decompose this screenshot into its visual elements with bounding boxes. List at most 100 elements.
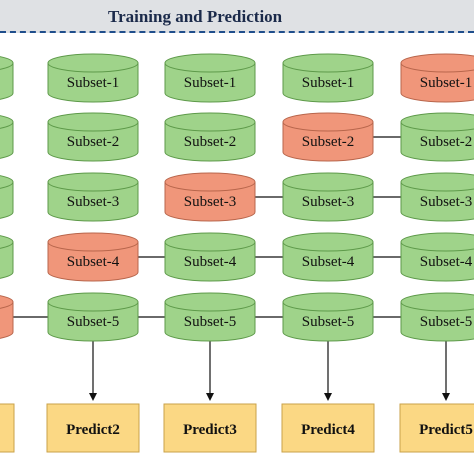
subset-label: Subset-4 [67,254,120,270]
cylinder-body [282,181,374,222]
fold4-arrow-head [324,393,332,401]
cylinder-body [282,62,374,103]
subset-label: Subset-3 [67,194,120,210]
cylinder-top [164,53,256,73]
cylinder-body [47,121,139,162]
cylinder-body [164,62,256,103]
cylinder-top [164,172,256,192]
subset-label: Subset-3 [302,194,355,210]
predict-box-1: 1 [0,403,15,453]
title-bar: Training and Prediction [0,0,474,33]
subset-label: Subset-3 [420,194,473,210]
cylinder-top [0,235,14,249]
cylinder-top [400,172,474,192]
cylinder-body [282,121,374,162]
predict-label: Predict5 [419,422,473,438]
predict-box-3: Predict3 [163,403,257,453]
subset-label: Subset-2 [184,134,237,150]
subset-label: Subset-5 [302,314,355,330]
cylinder-top [0,295,14,309]
fold3-subset-1: Subset-1 [164,53,256,103]
cylinder-top [0,175,14,189]
cylinder-body [164,301,256,342]
subset-label: Subset-4 [302,254,355,270]
cylinder-top [400,53,474,73]
fold1-subset-1: 1 [0,56,14,100]
cylinder-body [400,301,474,342]
cylinder-body [47,62,139,103]
cylinder-top [282,232,374,252]
cylinder-body [0,241,14,279]
fold3-subset-2: Subset-2 [164,112,256,162]
fold1-subset-5: 5 [0,295,14,339]
cylinder-top [282,53,374,73]
fold1-subset-3: 3 [0,175,14,219]
diagram-title: Training and Prediction [108,7,283,26]
subset-label: Subset-1 [67,75,120,91]
cylinder-body [400,62,474,103]
cylinder-body [164,241,256,282]
predict-boxes: 1 Predict2 Predict3 Predict4 Predict5 [0,403,474,453]
fold2-arrow-head [89,393,97,401]
subset-label: Subset-5 [184,314,237,330]
cylinder-top [164,292,256,312]
cylinder-body [0,181,14,219]
fold2-subset-3: Subset-3 [47,172,139,222]
cylinder-top [400,112,474,132]
fold5-subset-3: Subset-3 [400,172,474,222]
cylinder-top [0,115,14,129]
subset-label: Subset-2 [302,134,355,150]
fold5-subset-5: Subset-5 [400,292,474,342]
subset-label: Subset-1 [184,75,237,91]
fold3-subset-3: Subset-3 [164,172,256,222]
predict-box-5: Predict5 [399,403,474,453]
predict-box-rect [281,403,375,453]
fold5-arrow-head [442,393,450,401]
cylinder-body [0,62,14,100]
fold4-subset-2: Subset-2 [282,112,374,162]
cylinder-body [47,301,139,342]
subset-label: Subset-1 [420,75,473,91]
subset-label: Subset-5 [67,314,120,330]
predict-box-rect [46,403,140,453]
fold2-subset-1: Subset-1 [47,53,139,103]
subset-label: Subset-4 [184,254,237,270]
fold2-subset-5: Subset-5 [47,292,139,342]
cylinder-top [164,112,256,132]
fold5-subset-1: Subset-1 [400,53,474,103]
fold2-subset-2: Subset-2 [47,112,139,162]
cylinder-top [47,232,139,252]
fold3-arrow-head [206,393,214,401]
fold5-subset-2: Subset-2 [400,112,474,162]
cylinder-body [0,121,14,159]
cylinder-body [400,181,474,222]
cylinder-body [282,241,374,282]
fold1-subset-2: 2 [0,115,14,159]
subset-label: Subset-3 [184,194,237,210]
predict-box-rect [0,403,15,453]
fold3-subset-4: Subset-4 [164,232,256,282]
cylinder-body [47,241,139,282]
predict-label: Predict4 [301,422,355,438]
predict-box-rect [399,403,474,453]
cylinder-body [400,241,474,282]
cylinder-top [400,292,474,312]
fold2-subset-4: Subset-4 [47,232,139,282]
predict-label: Predict2 [66,422,120,438]
fold5-subset-4: Subset-4 [400,232,474,282]
cylinder-top [400,232,474,252]
cylinder-top [164,232,256,252]
cylinder-body [47,181,139,222]
fold1-subset-4: 4 [0,235,14,279]
subset-label: Subset-2 [67,134,120,150]
cylinders: 12345Subset-1Subset-2Subset-3Subset-4Sub… [0,53,474,342]
cylinder-top [47,172,139,192]
cylinder-top [47,53,139,73]
cylinder-top [282,112,374,132]
cylinder-top [47,112,139,132]
fold4-subset-5: Subset-5 [282,292,374,342]
cylinder-body [400,121,474,162]
predict-label: Predict3 [183,422,237,438]
cylinder-top [282,292,374,312]
